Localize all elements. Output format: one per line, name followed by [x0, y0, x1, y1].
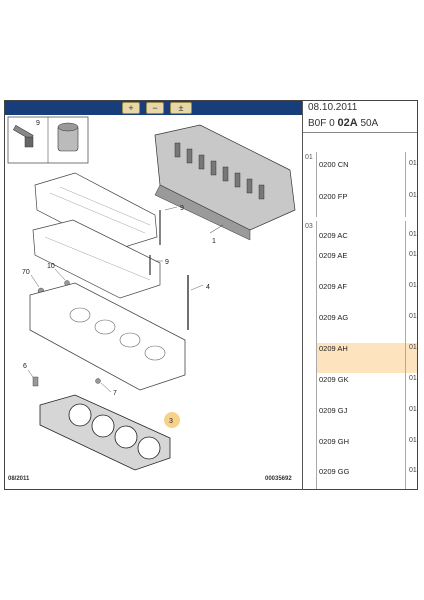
- catalog-code: B0F 0 02A 50A: [308, 117, 378, 129]
- part-row-label[interactable]: 0209 AF: [319, 282, 347, 291]
- panel-divider: [302, 100, 303, 490]
- part-row-code: 01: [409, 344, 417, 351]
- part-row-label[interactable]: 0209 AE: [319, 251, 348, 260]
- callout-4: 4: [206, 284, 210, 291]
- group-label-01: 01: [305, 154, 313, 161]
- diagram-toolbar: + − ±: [5, 101, 302, 115]
- zoom-fit-icon: ±: [178, 103, 184, 113]
- code-bold: 02A: [337, 117, 358, 129]
- group-label-03: 03: [305, 223, 313, 230]
- callout-70: 70: [22, 269, 30, 276]
- part-row-code: 01: [409, 467, 417, 474]
- callout-3: 3: [169, 418, 173, 425]
- part-row-label[interactable]: 0209 AC: [319, 231, 348, 240]
- part-row-label[interactable]: 0209 GJ: [319, 406, 348, 415]
- part-row-code: 01: [409, 375, 417, 382]
- part-row-code: 01: [409, 251, 417, 258]
- washer-icon: [95, 378, 101, 384]
- part-row-code: 01: [409, 160, 417, 167]
- zoom-in-button[interactable]: +: [122, 102, 140, 114]
- cylinder-head: [29, 282, 186, 391]
- part-row-code: 01: [409, 406, 417, 413]
- callout-9-inset: 9: [36, 120, 40, 127]
- diagram-ref-footer: 00035692: [265, 476, 292, 482]
- header-separator: [303, 132, 417, 133]
- sleeve-inset-icon: [57, 122, 79, 152]
- callout-1: 1: [212, 238, 216, 245]
- part-row-code: 01: [409, 313, 417, 320]
- group-03-line: [316, 221, 317, 489]
- zoom-fit-button[interactable]: ±: [170, 102, 192, 114]
- part-row-label[interactable]: 0209 GG: [319, 467, 350, 476]
- catalog-frame: [4, 100, 418, 490]
- cylinder-head-assembly: [154, 124, 296, 241]
- callout-3-marker: [164, 412, 180, 428]
- part-row-label[interactable]: 0209 GK: [319, 375, 349, 384]
- part-row-label[interactable]: 0209 GH: [319, 437, 350, 446]
- group-01-right-line: [405, 152, 406, 217]
- bolt-inset-icon: [12, 125, 34, 148]
- catalog-date: 08.10.2011: [308, 102, 358, 113]
- part-row-label-selected[interactable]: 0209 AH: [319, 344, 348, 353]
- cam-cover: [32, 219, 161, 299]
- code-suffix: 50A: [360, 118, 379, 129]
- stud-icon: [32, 376, 39, 387]
- selected-row-highlight: [316, 343, 417, 373]
- callout-6: 6: [23, 363, 27, 370]
- part-row-label[interactable]: 0200 FP: [319, 192, 348, 201]
- camshaft-carrier: [34, 172, 158, 251]
- exploded-parts-diagram[interactable]: 9 1 9 9: [5, 115, 302, 489]
- callout-9-b: 9: [165, 259, 169, 266]
- group-01-line: [316, 152, 317, 217]
- part-row-label[interactable]: 0209 AG: [319, 313, 349, 322]
- part-row-code: 01: [409, 231, 417, 238]
- diagram-date-footer: 08/2011: [8, 476, 30, 482]
- head-gasket: [39, 394, 171, 471]
- diagram-svg: 9 1 9 9: [7, 116, 296, 471]
- part-row-label[interactable]: 0200 CN: [319, 160, 349, 169]
- zoom-out-icon: −: [152, 103, 158, 113]
- callout-10: 10: [47, 263, 55, 270]
- callout-9-a: 9: [180, 205, 184, 212]
- code-prefix: B0F 0: [308, 118, 335, 129]
- part-row-code: 01: [409, 192, 417, 199]
- part-row-code: 01: [409, 437, 417, 444]
- group-03-right-line: [405, 221, 406, 489]
- zoom-out-button[interactable]: −: [146, 102, 164, 114]
- zoom-in-icon: +: [128, 103, 134, 113]
- callout-7: 7: [113, 390, 117, 397]
- part-row-code: 01: [409, 282, 417, 289]
